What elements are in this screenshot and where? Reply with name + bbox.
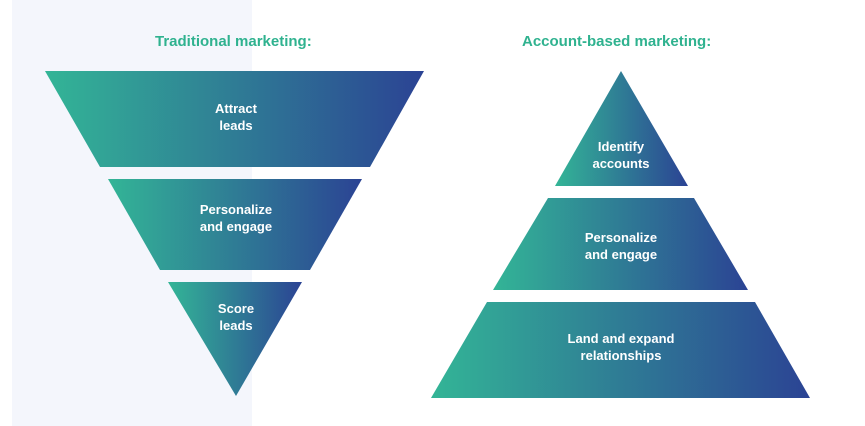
funnel-label-personalize-engage: Personalize and engage bbox=[200, 201, 272, 235]
funnel-label-line: leads bbox=[219, 118, 253, 133]
pyramid-label-line: and engage bbox=[584, 247, 658, 262]
funnel-label-line: leads bbox=[219, 318, 253, 333]
pyramid-label-land-expand: Land and expand relationships bbox=[568, 330, 675, 364]
pyramid-label-identify-accounts: Identify accounts bbox=[592, 138, 649, 172]
funnel-label-line: Score bbox=[217, 301, 255, 316]
pyramid-label-line: accounts bbox=[592, 156, 650, 171]
funnel-label-score-leads: Score leads bbox=[218, 300, 254, 334]
pyramid-label-line: Personalize bbox=[584, 230, 658, 245]
pyramid-segment-land-expand bbox=[431, 302, 810, 398]
pyramid-label-personalize-engage: Personalize and engage bbox=[585, 229, 657, 263]
funnel-label-attract-leads: Attract leads bbox=[215, 100, 257, 134]
traditional-marketing-title: Traditional marketing: bbox=[155, 33, 312, 50]
funnel-segment-score-leads bbox=[168, 282, 302, 396]
funnel-segment-personalize-engage bbox=[108, 179, 362, 270]
funnel-label-line: Attract bbox=[215, 101, 257, 116]
account-based-marketing-title: Account-based marketing: bbox=[522, 33, 712, 50]
funnel-label-line: and engage bbox=[199, 219, 273, 234]
pyramid-segment-identify-accounts bbox=[555, 71, 688, 186]
pyramid-label-line: Land and expand bbox=[567, 331, 675, 346]
funnel-label-line: Personalize bbox=[199, 202, 273, 217]
pyramid-label-line: relationships bbox=[580, 348, 662, 363]
pyramid-segment-personalize-engage bbox=[493, 198, 748, 290]
pyramid-label-line: Identify bbox=[597, 139, 645, 154]
funnel-segment-attract-leads bbox=[45, 71, 424, 167]
